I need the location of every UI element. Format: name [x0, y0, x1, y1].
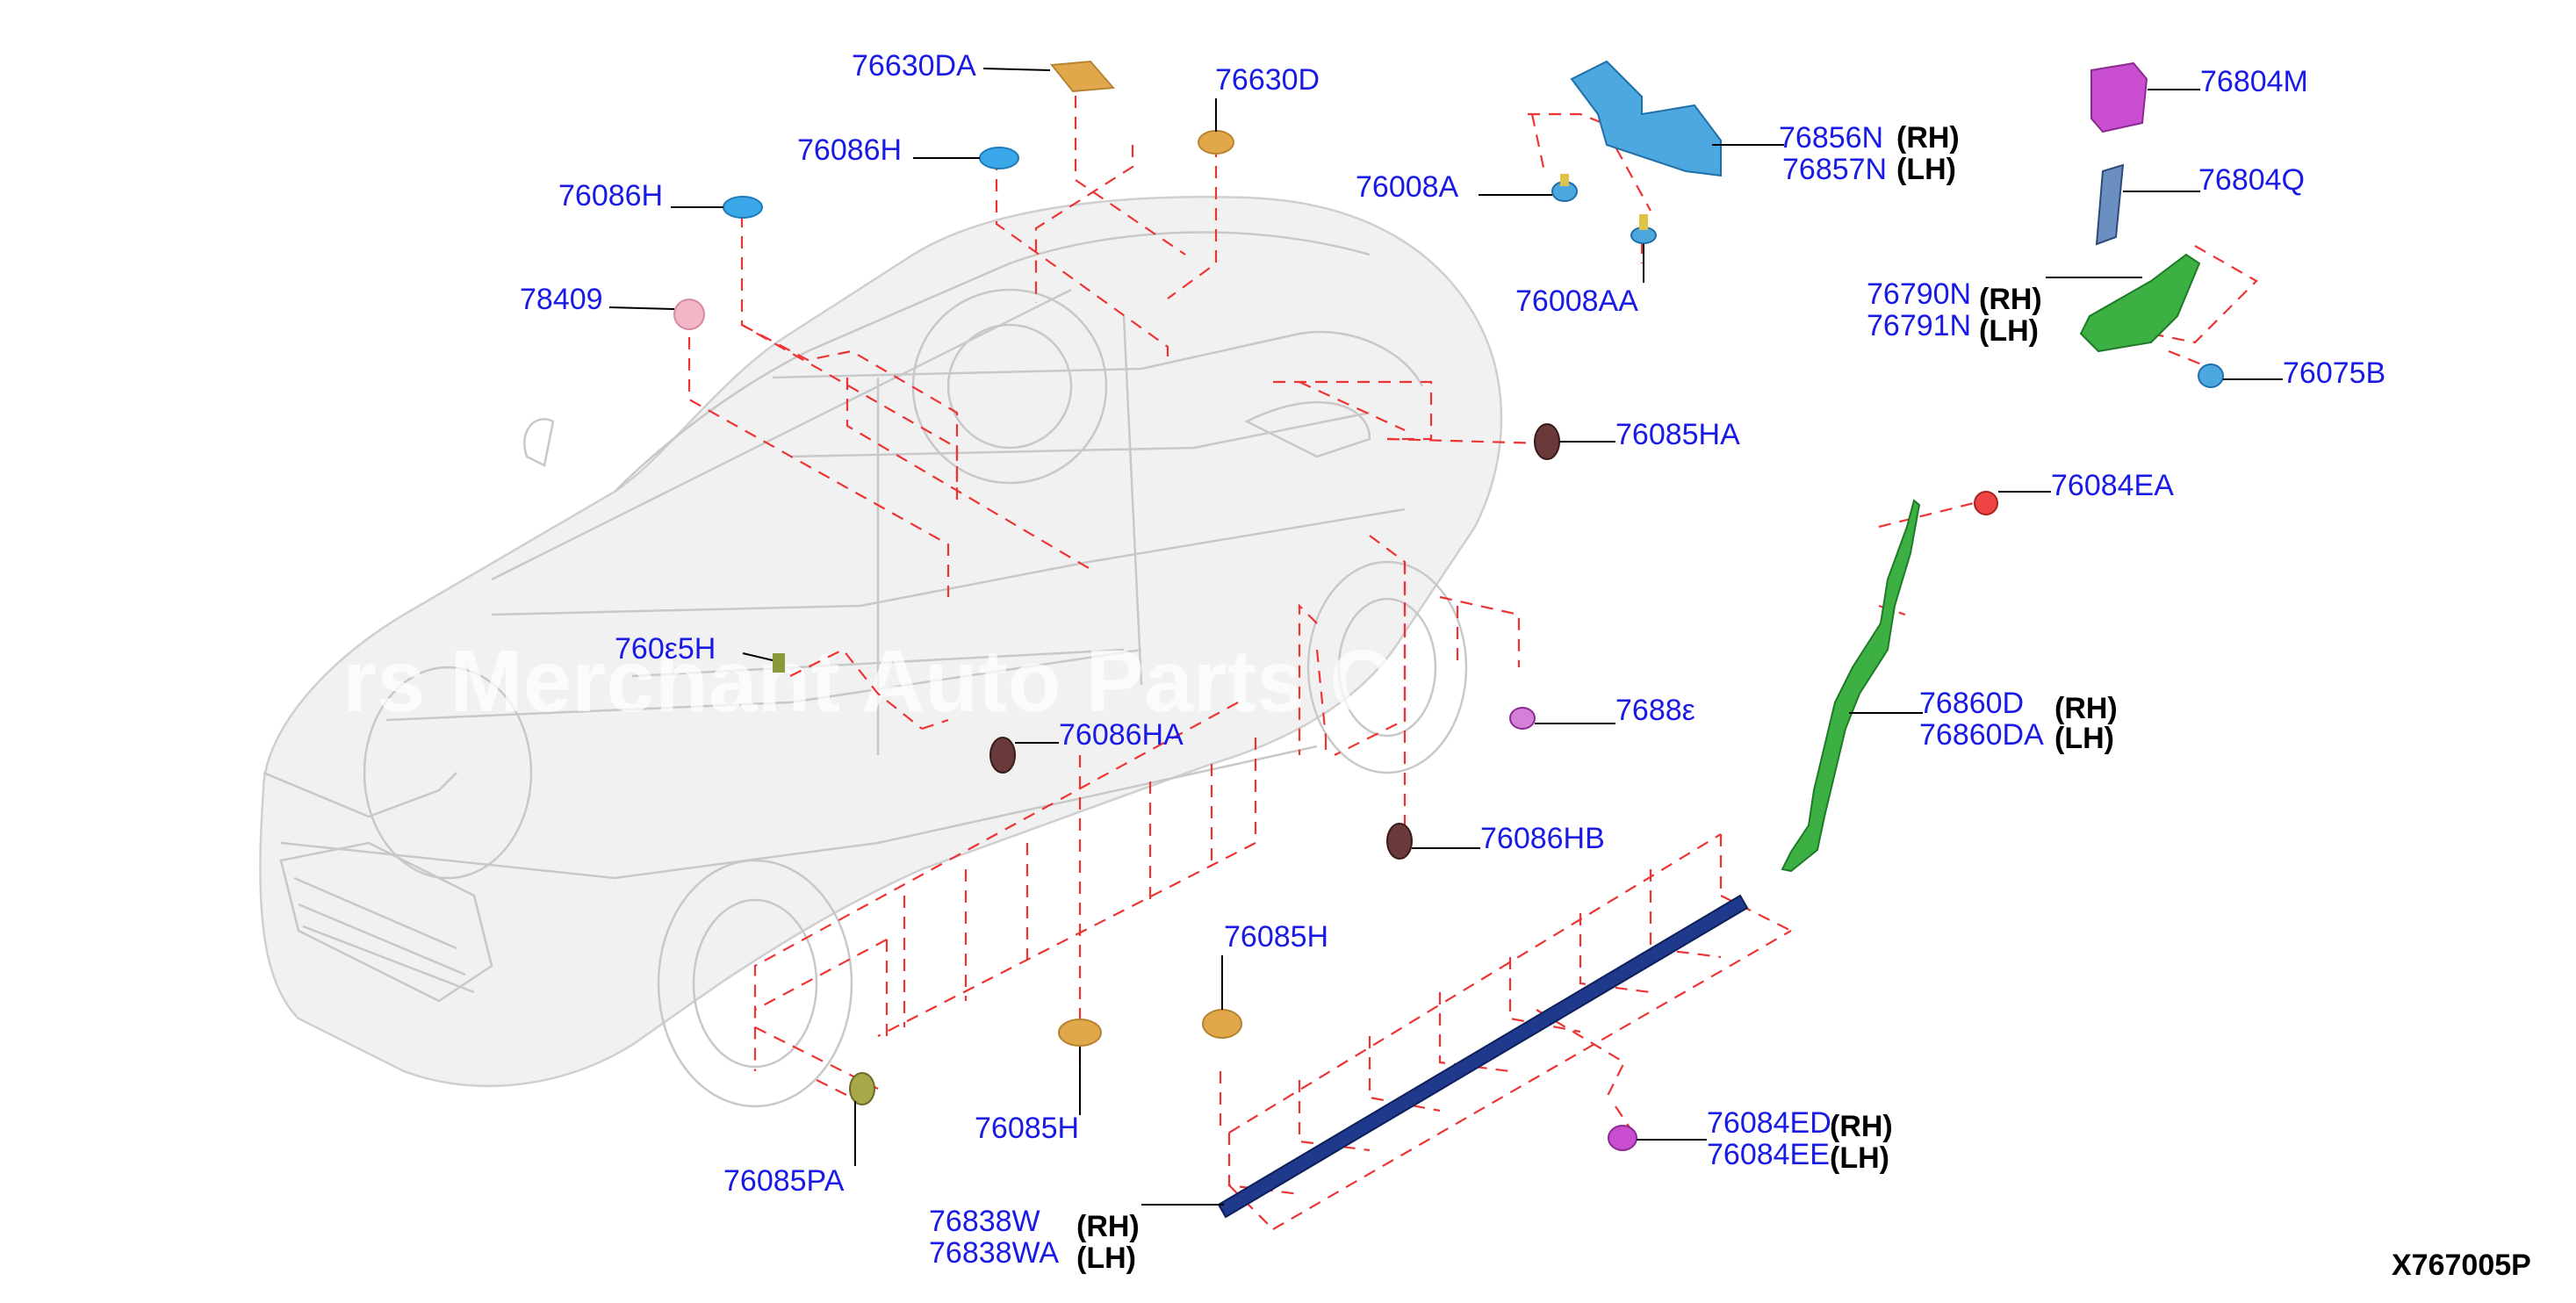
- label-76860DA-side: (LH): [2054, 722, 2114, 755]
- label-76790N: 76790N: [1867, 277, 1971, 311]
- clip-76084ED-shape: [1608, 1125, 1637, 1151]
- clip-7688-shape: [1509, 707, 1536, 730]
- molding-76860D-shape: [1781, 499, 1921, 873]
- label-76084ED: 76084ED: [1707, 1106, 1831, 1140]
- label-76860DA: 76860DA: [1919, 718, 2044, 752]
- label-76838W: 76838W: [929, 1205, 1040, 1238]
- label-76084EA: 76084EA: [2051, 469, 2174, 502]
- clip-76086HA-shape: [989, 737, 1016, 774]
- clip-76084EA-shape: [1974, 491, 1998, 515]
- label-76085HA: 76085HA: [1615, 418, 1740, 451]
- clip-76086H-a-shape: [979, 147, 1019, 169]
- label-76086H-a: 76086H: [797, 133, 902, 167]
- label-76630DA: 76630DA: [852, 49, 976, 83]
- bracket-76790N-shape: [2079, 253, 2201, 353]
- bracket-76856N-shape: [1570, 60, 1722, 177]
- label-76804Q: 76804Q: [2198, 163, 2305, 197]
- label-76804M: 76804M: [2200, 65, 2308, 98]
- label-76084EE: 76084EE: [1707, 1138, 1830, 1171]
- label-76086HB: 76086HB: [1480, 822, 1605, 855]
- clip-76075B-shape: [2198, 364, 2224, 388]
- clip-76008AA-stem: [1639, 214, 1648, 230]
- molding-76838W-shape: [1217, 894, 1749, 1219]
- label-76084ED-side: (RH): [1830, 1110, 1893, 1143]
- clip-76085HA-shape: [1534, 423, 1560, 460]
- clip-76085PA-shape: [849, 1072, 875, 1105]
- clip-76630D-shape: [1198, 130, 1234, 155]
- label-76085H-b: 76085H: [975, 1112, 1079, 1145]
- label-76086HA: 76086HA: [1059, 718, 1184, 752]
- clip-76085H-c-shape: [1202, 1009, 1242, 1039]
- label-76086H-b: 76086H: [558, 179, 663, 212]
- label-76838W-side: (RH): [1076, 1210, 1140, 1243]
- label-76008AA: 76008AA: [1515, 284, 1638, 318]
- clip-76086H-b-shape: [723, 196, 763, 219]
- part-labels: 76630DA 76630D 76086H 76086H 78409 76856…: [520, 49, 2531, 1282]
- label-76790N-side: (RH): [1979, 283, 2042, 316]
- label-76008A: 76008A: [1356, 170, 1459, 204]
- label-76860D: 76860D: [1919, 687, 2024, 720]
- label-76075B: 76075B: [2283, 356, 2385, 390]
- clip-76086HB-shape: [1386, 823, 1413, 860]
- label-76838WA: 76838WA: [929, 1236, 1059, 1270]
- label-76791N-side: (LH): [1979, 314, 2039, 348]
- label-76085PA: 76085PA: [723, 1164, 845, 1198]
- clip-76085H-b-shape: [1058, 1019, 1102, 1047]
- label-76860D-side: (RH): [2054, 692, 2118, 725]
- label-76856N: 76856N: [1779, 121, 1883, 155]
- label-78409: 78409: [520, 283, 603, 316]
- label-76084EE-side: (LH): [1830, 1141, 1889, 1175]
- diagram-id: X767005P: [2392, 1249, 2531, 1282]
- label-7688: 7688ε: [1615, 694, 1695, 727]
- clip-78409-shape: [673, 299, 705, 330]
- clip-76008A-stem: [1560, 174, 1569, 186]
- label-76085H-a: 760ε5H: [615, 632, 716, 666]
- clip-76085H-a-shape: [773, 653, 785, 673]
- label-76838WA-side: (LH): [1076, 1242, 1136, 1275]
- label-76857N-side: (LH): [1896, 153, 1956, 186]
- label-76085H-c: 76085H: [1224, 920, 1328, 954]
- label-76856N-side: (RH): [1896, 121, 1960, 155]
- block-76804M-shape: [2090, 61, 2148, 133]
- leader-lines: [608, 68, 2283, 1206]
- label-76630D: 76630D: [1215, 63, 1320, 97]
- clip-76630DA-shape: [1050, 60, 1116, 93]
- watermark-text: rs Merchant Auto Parts C: [342, 632, 1393, 731]
- label-76857N: 76857N: [1782, 153, 1887, 186]
- label-76791N: 76791N: [1867, 309, 1971, 342]
- plate-76804Q-shape: [2095, 163, 2125, 246]
- car-body-illustration: [259, 196, 1503, 1108]
